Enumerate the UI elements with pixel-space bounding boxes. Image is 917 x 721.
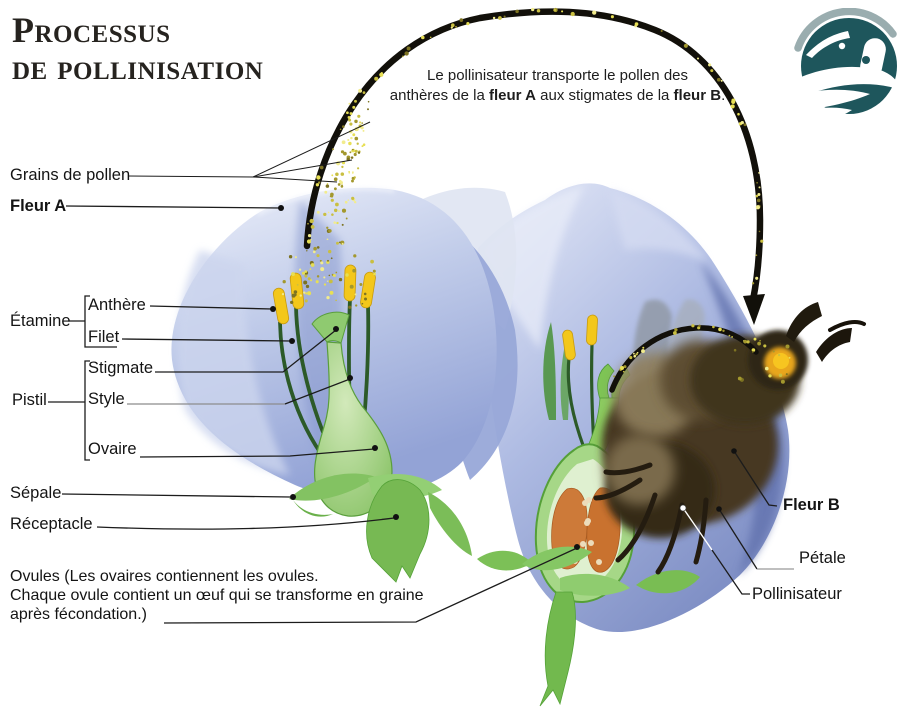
title-line-2: de pollinisation (12, 47, 264, 87)
bee-pollen-dots (733, 337, 791, 384)
label-grains-de-pollen: Grains de pollen (10, 166, 131, 184)
label-receptacle: Réceptacle (10, 515, 93, 533)
leader-lines (48, 121, 794, 624)
annotation-line-2: anthères de la fleur A aux stigmates de … (330, 86, 785, 106)
duck-logo-icon (782, 8, 917, 123)
flower-b-anthers (562, 314, 598, 361)
label-anthere: Anthère (88, 296, 146, 314)
annotation-line-1: Le pollinisateur transporte le pollen de… (427, 67, 688, 84)
ovules-line-3: après fécondation.) (10, 606, 147, 623)
pollen-arc-to-stigma (609, 324, 759, 393)
label-sepale: Sépale (10, 484, 62, 502)
annotation-text: . (721, 87, 726, 104)
fleur-b-bold: fleur B (673, 87, 722, 104)
pollen-grains-cloud (281, 99, 376, 309)
label-etamine: Étamine (10, 312, 71, 330)
label-filet: Filet (88, 328, 120, 346)
label-pistil: Pistil (12, 391, 47, 409)
label-stigmate: Stigmate (88, 359, 154, 377)
title-line-1: Processus (12, 10, 171, 50)
label-ovules: Ovules (Les ovaires contiennent les ovul… (10, 567, 424, 624)
annotation-text: aux stigmates de la (535, 87, 674, 104)
bee-legs (593, 462, 709, 575)
duck-logo-art (782, 8, 901, 123)
label-style: Style (88, 390, 125, 408)
flower-b-sepals (477, 546, 700, 707)
ovules-line-1: Ovules (Les ovaires contiennent les ovul… (10, 568, 319, 585)
label-fleur-b: Fleur B (783, 496, 840, 514)
page-title: Processus de pollinisation (12, 12, 263, 86)
flower-a-sepals (289, 473, 472, 583)
label-ovaire: Ovaire (88, 440, 137, 458)
label-petale: Pétale (799, 549, 846, 567)
fleur-a-bold: fleur A (489, 87, 536, 104)
annotation-text: anthères de la (389, 87, 490, 104)
label-fleur-a: Fleur A (10, 197, 67, 215)
pollen-arc (281, 7, 765, 325)
arrowhead (743, 294, 765, 325)
leader-dots (270, 205, 737, 550)
ovules-line-2: Chaque ovule contient un œuf qui se tran… (10, 587, 424, 604)
arc-annotation: Le pollinisateur transporte le pollen de… (330, 66, 785, 106)
flower-a-illustration (171, 187, 518, 583)
label-pollinisateur: Pollinisateur (752, 585, 842, 603)
